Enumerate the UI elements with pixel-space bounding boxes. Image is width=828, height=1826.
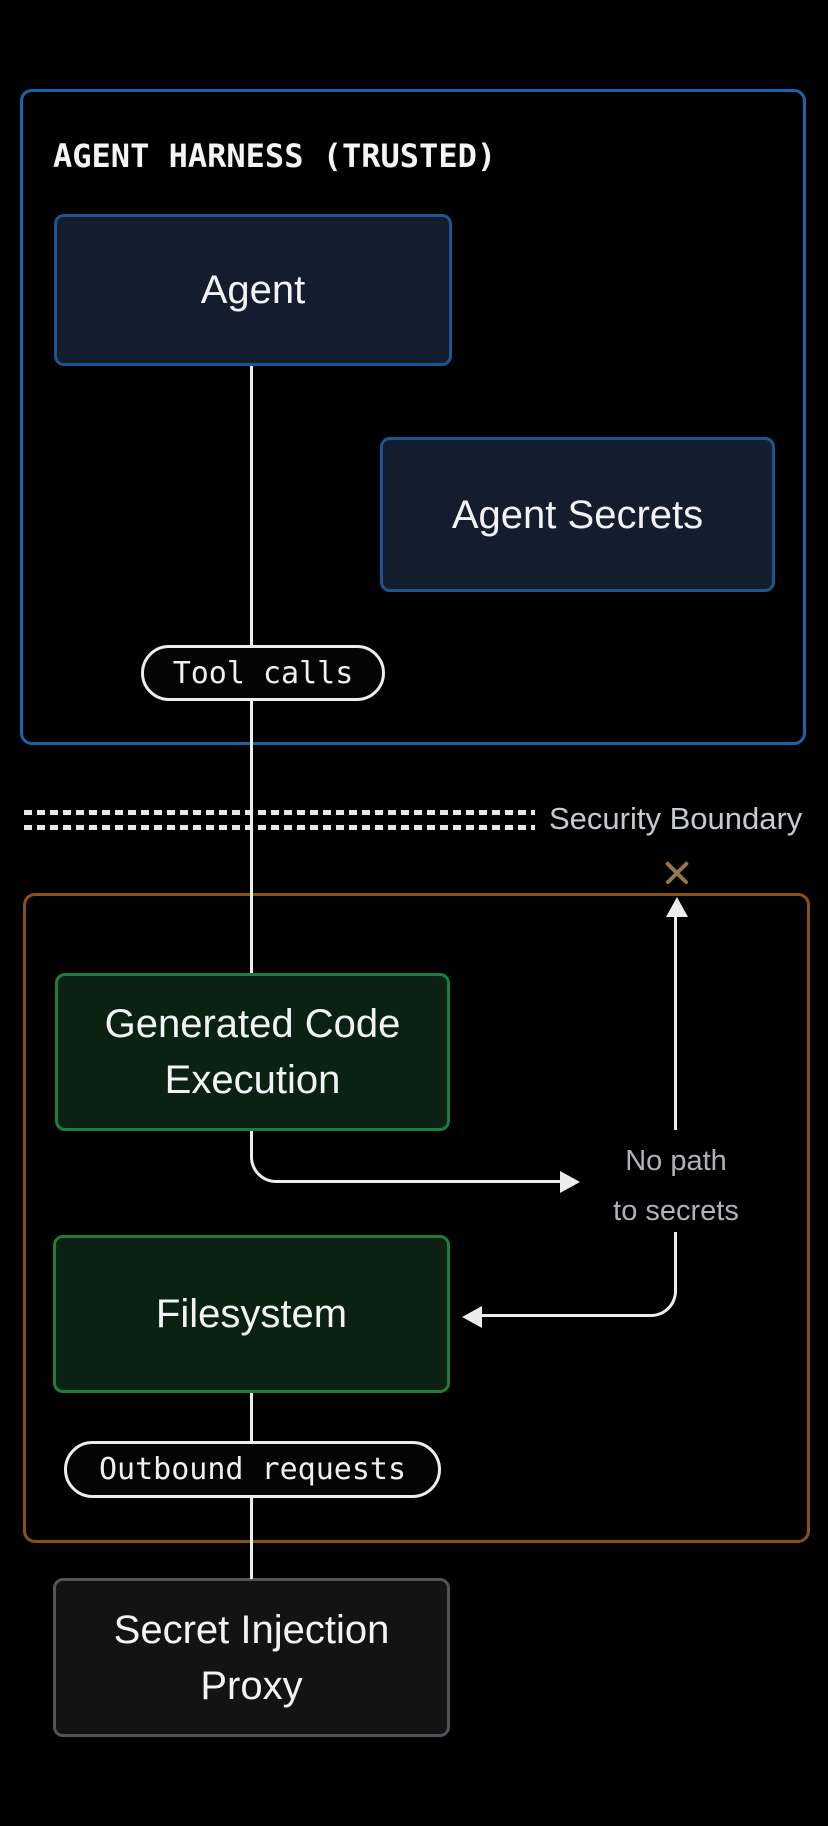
- filesystem-to-outbound-line: [250, 1393, 253, 1442]
- no-path-label-line1: No path: [625, 1145, 727, 1177]
- filesystem-node-label: Filesystem: [155, 1292, 348, 1336]
- blocked-x-icon: [663, 858, 691, 886]
- outbound-to-proxy-line: [250, 1498, 253, 1579]
- no-path-to-secrets-label: No path to secrets: [576, 1136, 776, 1236]
- toolcalls-to-generated-code-line: [250, 700, 253, 973]
- outbound-requests-pill: Outbound requests: [64, 1441, 441, 1498]
- outbound-requests-pill-label: Outbound requests: [98, 1452, 407, 1487]
- security-boundary-dashed-line-top: [24, 810, 535, 815]
- agent-harness-frame: [20, 89, 806, 745]
- security-boundary-label: Security Boundary: [549, 801, 803, 836]
- secret-injection-proxy-label-line1: Secret Injection: [113, 1607, 390, 1652]
- agent-secrets-node: Agent Secrets: [380, 437, 775, 592]
- agent-node-label: Agent: [200, 268, 306, 312]
- arrowhead-up-icon: [666, 897, 688, 917]
- filesystem-node: Filesystem: [53, 1235, 450, 1393]
- no-path-label-line2: to secrets: [613, 1195, 739, 1227]
- arrowhead-left-icon: [462, 1306, 482, 1328]
- sandbox-frame: [23, 893, 810, 1543]
- agent-harness-title: AGENT HARNESS (TRUSTED): [53, 137, 497, 175]
- agent-to-toolcalls-line: [250, 366, 253, 646]
- secret-injection-proxy-label-line2: Proxy: [200, 1663, 303, 1708]
- tool-calls-pill-label: Tool calls: [172, 655, 354, 691]
- tool-calls-pill: Tool calls: [141, 645, 385, 701]
- generated-code-elbow-connector: [250, 1131, 562, 1183]
- generated-code-execution-node: Generated Code Execution: [55, 973, 450, 1131]
- agent-node: Agent: [54, 214, 452, 366]
- secret-injection-proxy-node: Secret Injection Proxy: [53, 1578, 450, 1737]
- generated-code-execution-label-line2: Execution: [164, 1058, 341, 1102]
- no-path-to-filesystem-elbow-connector: [470, 1232, 677, 1317]
- agent-secrets-node-label: Agent Secrets: [451, 492, 704, 537]
- generated-code-execution-label-line1: Generated Code: [104, 1002, 401, 1046]
- arrowhead-right-icon: [560, 1171, 580, 1193]
- security-boundary-dashed-line-bottom: [24, 825, 535, 830]
- no-path-upward-line: [674, 915, 677, 1130]
